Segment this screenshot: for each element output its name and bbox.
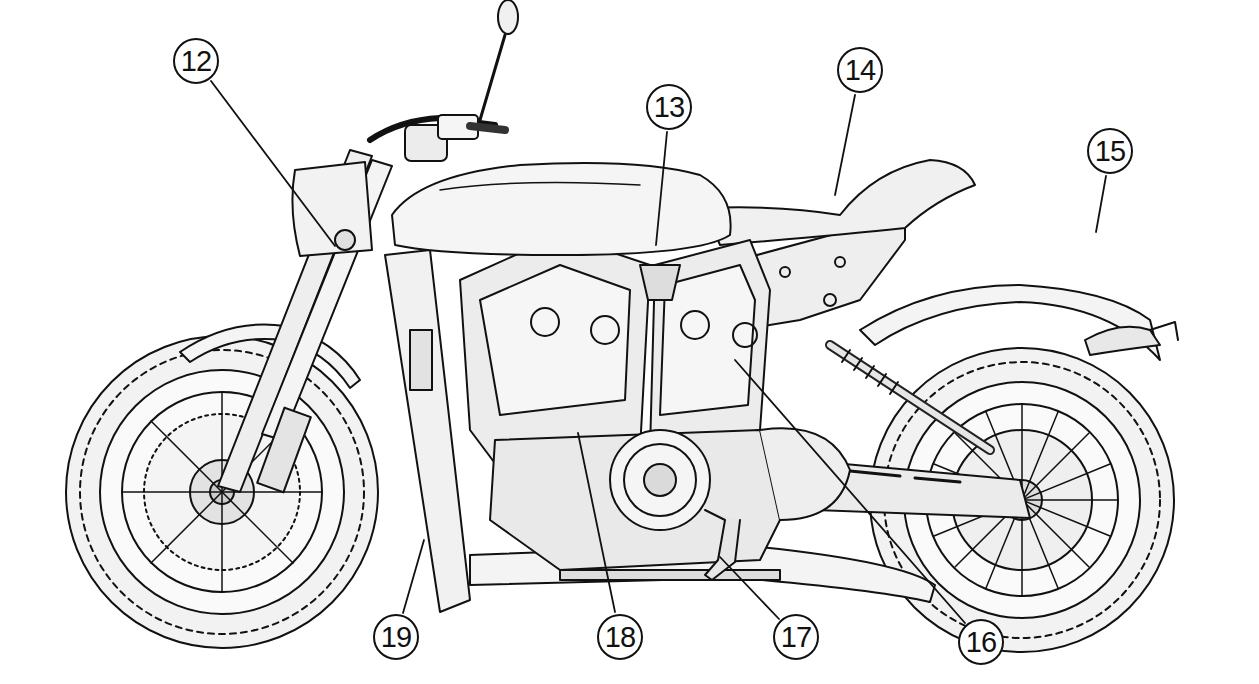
callout-circle: 17	[773, 614, 819, 660]
callout-circle: 18	[597, 614, 643, 660]
callout-circle: 14	[837, 47, 883, 93]
frame-downtube	[385, 250, 470, 612]
rear-shock	[830, 345, 990, 450]
callout-number: 18	[605, 623, 635, 652]
callout-number: 12	[181, 47, 211, 76]
front-fork	[218, 150, 392, 492]
callout-number: 19	[381, 623, 411, 652]
callout-circle: 19	[373, 614, 419, 660]
engine	[460, 235, 850, 580]
front-wheel	[66, 336, 378, 648]
callout-circle: 13	[646, 84, 692, 130]
callout-circle: 16	[958, 619, 1004, 665]
leader-lines	[211, 81, 1106, 623]
callout-circle: 12	[173, 38, 219, 84]
fuel-tank	[392, 163, 731, 255]
callout-number: 14	[845, 56, 875, 85]
callout-number: 13	[654, 93, 684, 122]
tail-light	[1085, 327, 1160, 355]
callout-number: 15	[1095, 137, 1125, 166]
handlebar	[370, 0, 518, 161]
callout-number: 16	[966, 628, 996, 657]
callout-circle: 15	[1087, 128, 1133, 174]
rear-fender	[860, 285, 1160, 360]
foot-control	[705, 510, 740, 580]
callout-number: 17	[781, 623, 811, 652]
